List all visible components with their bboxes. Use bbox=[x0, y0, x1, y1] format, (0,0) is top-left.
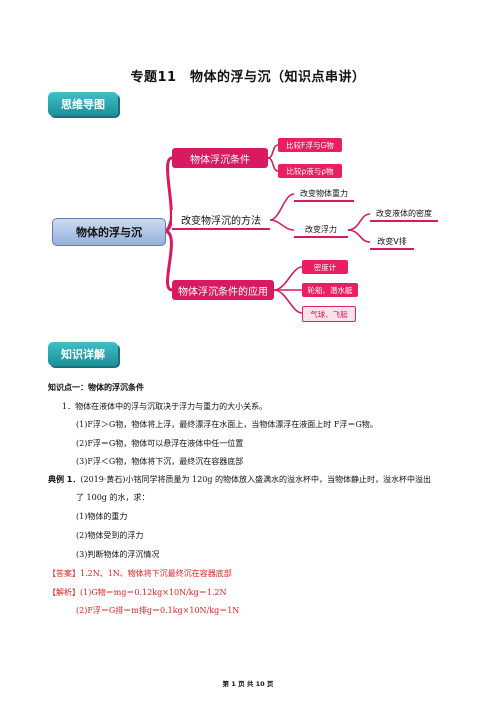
question-3: (3)判断物体的浮沉情况 bbox=[76, 550, 160, 559]
analysis-label: 【解析】 bbox=[48, 588, 80, 597]
condition-suspend: (2)F浮＝G物，物体可以悬浮在液体中任一位置 bbox=[76, 439, 244, 448]
mindmap-leaf-change-density: 改变液体的密度 bbox=[370, 206, 438, 222]
connector-branch3 bbox=[162, 229, 174, 292]
example-text-cont: 了 100g 的水，求： bbox=[76, 493, 150, 502]
paragraph: 1．物体在液体中的浮与沉取决于浮力与重力的大小关系。 bbox=[62, 402, 268, 411]
analysis: 【解析】(1)G物＝mg＝0.12kg×10N/kg＝1.2N bbox=[48, 587, 468, 599]
mindmap-leaf-compare-force: 比较F浮与G物 bbox=[278, 138, 342, 152]
question-2: (2)物体受到的浮力 bbox=[76, 531, 144, 540]
mindmap-leaf-compare-density: 比较ρ液与ρ物 bbox=[278, 164, 342, 178]
condition-float: (1)F浮＞G物，物体将上浮，最终漂浮在水面上，当物体漂浮在液面上时 F浮＝G物… bbox=[76, 420, 378, 429]
mindmap-leaf-change-buoyancy: 改变浮力 bbox=[294, 222, 348, 238]
analysis-line-1: (1)G物＝mg＝0.12kg×10N/kg＝1.2N bbox=[80, 588, 227, 597]
section-heading: 知识点一：物体的浮沉条件 bbox=[48, 383, 144, 392]
mindmap-branch-change-methods: 改变物浮沉的方法 bbox=[172, 210, 270, 230]
banner-mindmap: 思维导图 bbox=[48, 92, 118, 116]
mindmap-root: 物体的浮与沉 bbox=[52, 218, 166, 246]
page-footer: 第 1 页 共 10 页 bbox=[222, 680, 274, 688]
answer-label: 【答案】 bbox=[48, 569, 80, 578]
answer-text: 1.2N、1N、物体将下沉最终沉在容器底部 bbox=[80, 569, 232, 578]
example-text: (2019·黄石)小铭同学将质量为 120g 的物体放入盛满水的溢水杯中，当物体… bbox=[80, 475, 431, 484]
example-1: 典例 1．(2019·黄石)小铭同学将质量为 120g 的物体放入盛满水的溢水杯… bbox=[48, 474, 468, 486]
mindmap-branch-float-conditions: 物体浮沉条件 bbox=[172, 148, 268, 168]
condition-sink: (3)F浮＜G物，物体将下沉，最终沉在容器底部 bbox=[76, 457, 244, 466]
analysis-line-2: (2)F浮＝G排＝m排g＝0.1kg×10N/kg＝1N bbox=[76, 606, 240, 615]
document-title: 专题11 物体的浮与沉（知识点串讲） bbox=[130, 70, 366, 85]
mindmap-leaf-change-weight: 改变物体重力 bbox=[294, 186, 354, 202]
mindmap-leaf-hydrometer: 密度计 bbox=[302, 260, 348, 274]
mind-map: 物体的浮与沉 物体浮沉条件 比较F浮与G物 比较ρ液与ρ物 改变物浮沉的方法 改… bbox=[48, 126, 468, 326]
mindmap-leaf-balloons: 气球、飞艇 bbox=[302, 306, 356, 322]
mindmap-branch-applications: 物体浮沉条件的应用 bbox=[172, 280, 274, 300]
question-1: (1)物体的重力 bbox=[76, 512, 128, 521]
example-label: 典例 1． bbox=[48, 475, 81, 484]
answer: 【答案】1.2N、1N、物体将下沉最终沉在容器底部 bbox=[48, 568, 468, 580]
mindmap-connectors bbox=[162, 144, 371, 314]
banner-knowledge: 知识详解 bbox=[48, 342, 118, 366]
mindmap-leaf-change-volume: 改变V排 bbox=[370, 234, 414, 250]
mindmap-leaf-ships: 轮船、潜水艇 bbox=[302, 283, 358, 297]
